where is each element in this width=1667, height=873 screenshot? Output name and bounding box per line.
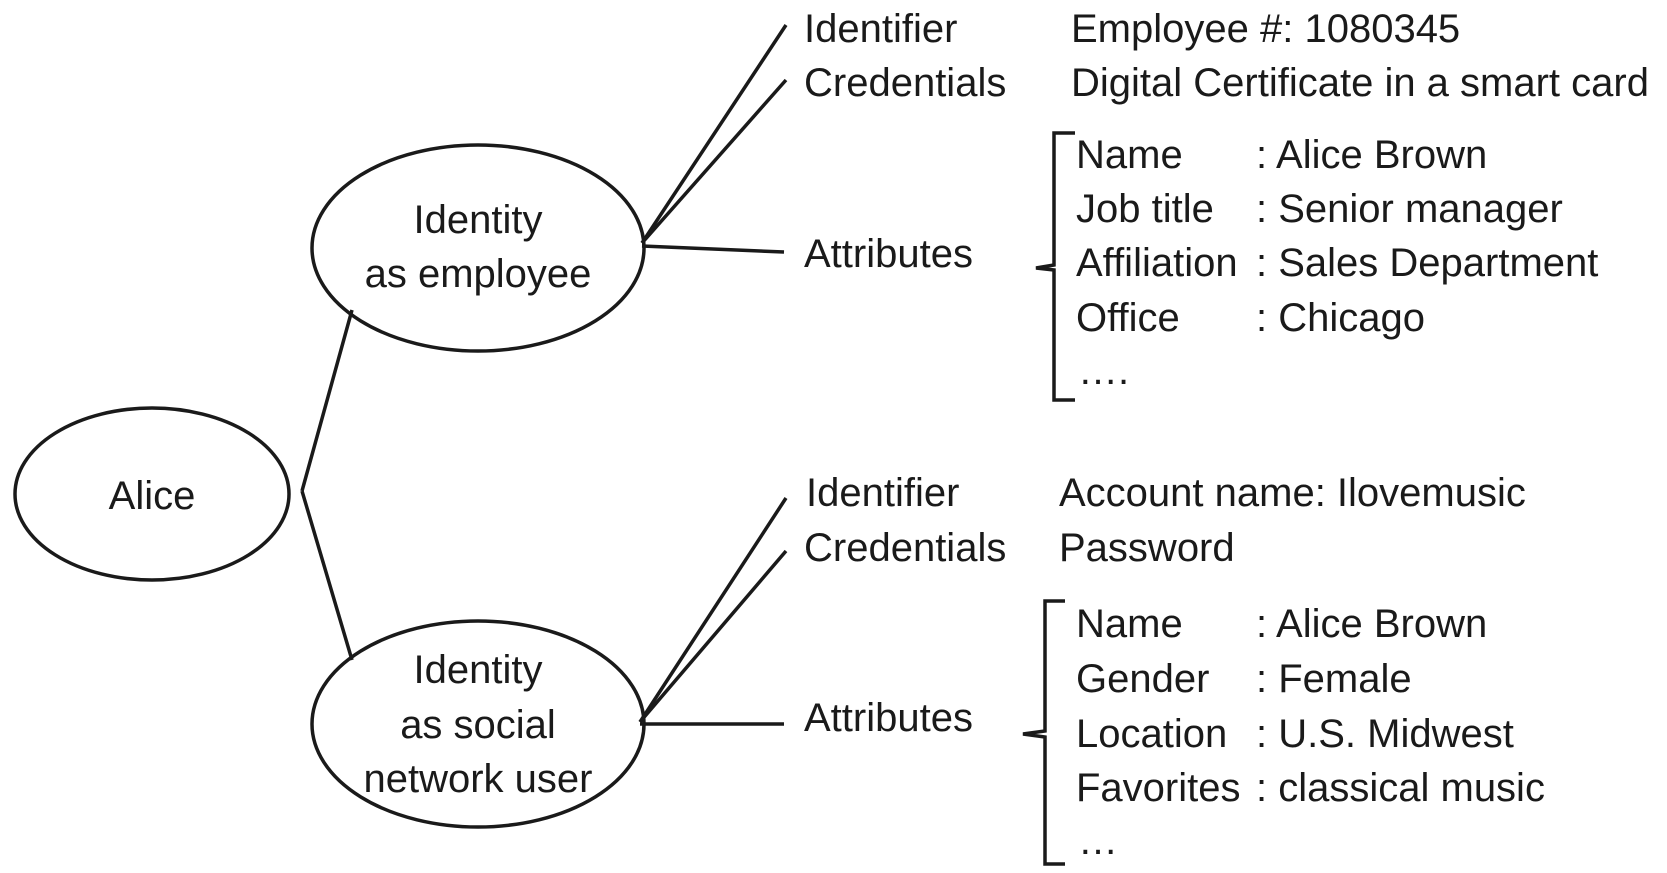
identity-employee-node bbox=[310, 143, 646, 353]
identity-employee-label-line-2: as employee bbox=[365, 252, 592, 296]
social-attr-value-favorites: : classical music bbox=[1256, 766, 1545, 810]
social-identifier-value: Account name: Ilovemusic bbox=[1059, 471, 1526, 515]
social-attributes-label: Attributes bbox=[804, 696, 973, 740]
employee-attributes-brace bbox=[1035, 131, 1075, 402]
edge-social-to-identifier bbox=[638, 497, 788, 723]
alice-node-label: Alice bbox=[109, 474, 196, 518]
edge-alice-to-social bbox=[300, 490, 354, 661]
employee-attr-key-name: Name bbox=[1076, 133, 1183, 177]
social-attr-key-location: Location bbox=[1076, 712, 1227, 756]
social-attr-key-gender: Gender bbox=[1076, 657, 1209, 701]
employee-attr-key-affiliation: Affiliation bbox=[1076, 241, 1238, 285]
edge-employee-to-attributes bbox=[641, 244, 785, 254]
employee-attr-value-job-title: : Senior manager bbox=[1256, 187, 1563, 231]
identity-social-label-line-1: Identity bbox=[414, 648, 543, 692]
employee-attr-value-office: : Chicago bbox=[1256, 296, 1425, 340]
edge-employee-to-credentials bbox=[640, 78, 788, 245]
employee-attributes-label: Attributes bbox=[804, 232, 973, 276]
identity-social-label-line-2: as social bbox=[400, 703, 556, 747]
employee-attr-value-affiliation: : Sales Department bbox=[1256, 241, 1598, 285]
employee-attr-key-job-title: Job title bbox=[1076, 187, 1214, 231]
employee-attr-ellipsis: …. bbox=[1078, 349, 1129, 393]
edge-social-to-credentials bbox=[638, 549, 788, 724]
employee-credentials-value: Digital Certificate in a smart card bbox=[1071, 61, 1649, 105]
social-attr-value-gender: : Female bbox=[1256, 657, 1412, 701]
social-attr-ellipsis: … bbox=[1078, 819, 1118, 863]
alice-node bbox=[13, 406, 291, 582]
edge-alice-to-employee bbox=[300, 309, 354, 492]
social-credentials-value: Password bbox=[1059, 526, 1235, 570]
identity-social-label-line-3: network user bbox=[364, 757, 593, 801]
social-attr-value-location: : U.S. Midwest bbox=[1256, 712, 1514, 756]
social-attr-key-favorites: Favorites bbox=[1076, 766, 1241, 810]
social-attr-value-name: : Alice Brown bbox=[1256, 602, 1487, 646]
employee-identifier-label: Identifier bbox=[804, 7, 957, 51]
employee-credentials-label: Credentials bbox=[804, 61, 1006, 105]
employee-attr-key-office: Office bbox=[1076, 296, 1180, 340]
social-attributes-brace bbox=[1022, 599, 1065, 866]
social-credentials-label: Credentials bbox=[804, 526, 1006, 570]
edge-employee-to-identifier bbox=[640, 24, 788, 244]
social-attr-key-name: Name bbox=[1076, 602, 1183, 646]
social-identifier-label: Identifier bbox=[806, 471, 959, 515]
identity-employee-label-line-1: Identity bbox=[414, 198, 543, 242]
employee-identifier-value: Employee #: 1080345 bbox=[1071, 7, 1460, 51]
employee-attr-value-name: : Alice Brown bbox=[1256, 133, 1487, 177]
